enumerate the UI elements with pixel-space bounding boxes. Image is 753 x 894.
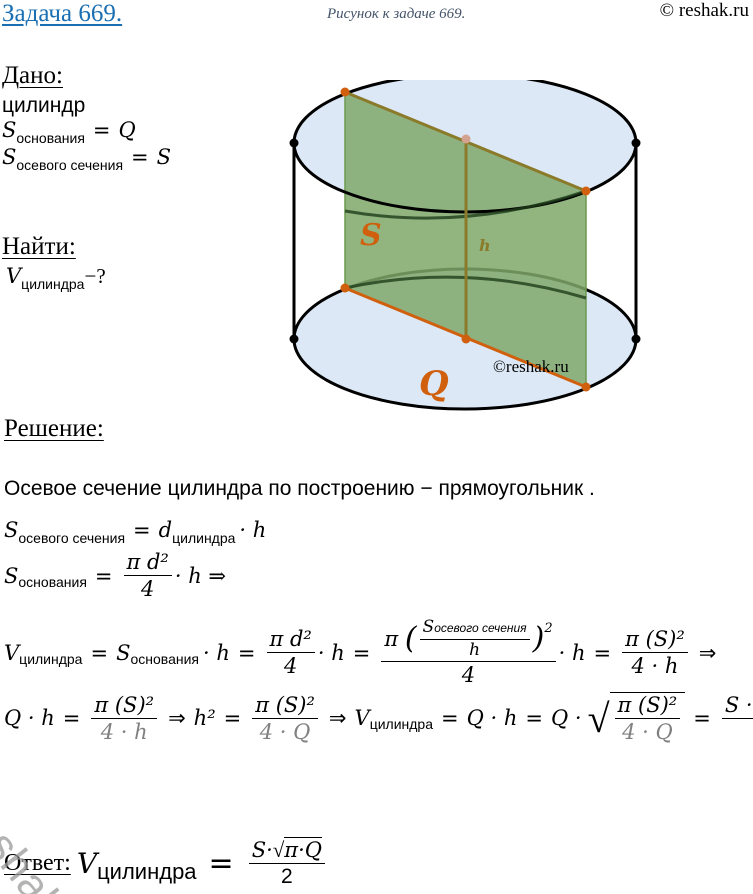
fraction-result: S · √π · Q2 bbox=[721, 693, 753, 744]
h-squared: h² bbox=[193, 706, 216, 731]
symbol: V bbox=[4, 640, 20, 665]
subscript: основания bbox=[130, 650, 199, 667]
subscript: цилиндра bbox=[21, 276, 85, 292]
solution-heading: Решение: bbox=[4, 415, 104, 442]
equals-sign: = bbox=[92, 118, 111, 142]
subscript: основания bbox=[16, 130, 85, 146]
symbol-S: S bbox=[2, 118, 17, 142]
symbol: S bbox=[4, 563, 19, 588]
symbol: V bbox=[354, 706, 370, 731]
equals-sign: = bbox=[208, 846, 234, 882]
given-object-text: цилиндр bbox=[2, 94, 86, 117]
subscript: осевого сечения bbox=[18, 530, 126, 546]
subscript: цилиндра bbox=[369, 716, 433, 733]
subscript: цилиндра bbox=[19, 650, 83, 667]
tail: · h bbox=[239, 518, 267, 542]
value-S: S bbox=[156, 145, 172, 169]
answer-heading: Ответ: bbox=[4, 850, 71, 877]
solution-statement: Осевое сечение цилиндра по построению − … bbox=[4, 477, 595, 501]
subscript: цилиндра bbox=[172, 530, 236, 546]
symbol-V: V bbox=[76, 847, 98, 881]
symbol-S: S bbox=[2, 145, 17, 169]
figure-caption: Рисунок к задаче 669. bbox=[327, 6, 466, 22]
cylinder-figure: S h Q ©reshak.ru bbox=[289, 80, 641, 411]
label-h: h bbox=[479, 236, 491, 255]
subscript: цилиндра bbox=[97, 858, 197, 884]
given-object: цилиндр bbox=[2, 94, 85, 118]
equals-sign: = bbox=[133, 518, 151, 542]
question-suffix: −? bbox=[84, 264, 106, 288]
find-heading: Найти: bbox=[2, 233, 76, 260]
figure-watermark: ©reshak.ru bbox=[493, 357, 569, 376]
equals-sign: = bbox=[94, 563, 113, 588]
label-Q: Q bbox=[419, 364, 449, 404]
value-Q: Q bbox=[118, 118, 136, 142]
copyright: © reshak.ru bbox=[659, 0, 749, 21]
lhs: Q · h bbox=[4, 706, 55, 731]
statement-text: Осевое сечение цилиндра по построению − … bbox=[4, 477, 595, 500]
task-title-link[interactable]: Задача 669. bbox=[2, 0, 123, 27]
symbol: d bbox=[158, 518, 173, 542]
subscript: осевого сечения bbox=[16, 157, 124, 173]
subscript: основания bbox=[18, 573, 87, 590]
symbol: S bbox=[116, 640, 131, 665]
label-S: S bbox=[360, 218, 382, 253]
equals-sign: = bbox=[131, 145, 149, 169]
given-heading: Дано: bbox=[2, 62, 63, 89]
symbol: S bbox=[4, 518, 19, 542]
tail: · h ⇒ bbox=[174, 563, 227, 588]
symbol-V: V bbox=[6, 264, 22, 288]
